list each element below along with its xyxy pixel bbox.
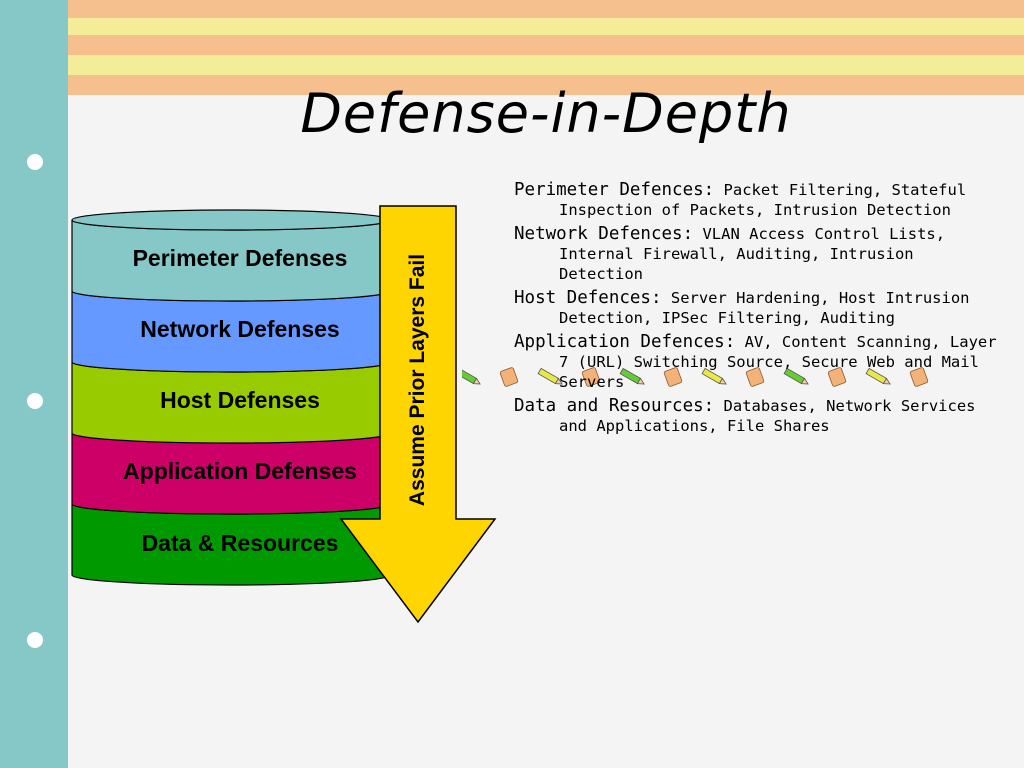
stack-top-cap	[71, 209, 391, 231]
pencil-decoration	[462, 367, 929, 387]
pencil-icon	[619, 367, 645, 385]
layer-label-perimeter: Perimeter Defenses	[132, 245, 348, 271]
detail-data: Data and Resources: Databases, Network S…	[514, 396, 1000, 436]
eraser-icon	[581, 367, 601, 387]
detail-label: Data and Resources:	[514, 396, 715, 416]
bullet-dot-icon	[27, 632, 43, 648]
slide-title: Defense-in-Depth	[300, 82, 792, 145]
header-stripe	[68, 55, 1024, 75]
detail-text: VLAN Access Control Lists, Internal Fire…	[559, 225, 946, 283]
header-stripe	[68, 35, 1024, 55]
eraser-icon	[499, 367, 519, 387]
header-stripe	[68, 75, 1024, 95]
detail-text: Databases, Network Services and Applicat…	[559, 397, 976, 435]
detail-application: Application Defences: AV, Content Scanni…	[514, 332, 1000, 392]
detail-label: Perimeter Defences:	[514, 180, 715, 200]
details-list: Perimeter Defences: Packet Filtering, St…	[514, 180, 1000, 440]
eraser-icon	[663, 367, 683, 387]
pencil-icon	[537, 367, 563, 385]
pencil-icon	[783, 367, 809, 385]
layer-label-host: Host Defenses	[160, 387, 320, 413]
detail-network: Network Defences: VLAN Access Control Li…	[514, 224, 1000, 284]
left-sidebar	[0, 0, 68, 768]
detail-text: Packet Filtering, Stateful Inspection of…	[559, 181, 967, 219]
detail-host: Host Defences: Server Hardening, Host In…	[514, 288, 1000, 328]
header-stripe	[68, 0, 1024, 18]
detail-label: Network Defences:	[514, 224, 694, 244]
eraser-icon	[745, 367, 765, 387]
pencil-icon	[701, 367, 727, 385]
header-stripe	[68, 18, 1024, 35]
bullet-dot-icon	[27, 393, 43, 409]
eraser-icon	[827, 367, 847, 387]
pencil-icon	[865, 367, 891, 385]
eraser-icon	[909, 367, 929, 387]
layer-label-application: Application Defenses	[123, 458, 357, 484]
arrow-label: Assume Prior Layers Fail	[406, 253, 429, 507]
layer-label-data: Data & Resources	[141, 530, 339, 556]
pencil-icon	[462, 367, 481, 385]
detail-perimeter: Perimeter Defences: Packet Filtering, St…	[514, 180, 1000, 220]
layer-label-network: Network Defenses	[140, 316, 340, 342]
detail-text: AV, Content Scanning, Layer 7 (URL) Swit…	[559, 333, 997, 391]
bullet-dot-icon	[27, 154, 43, 170]
detail-label: Application Defences:	[514, 332, 736, 352]
assume-fail-arrow	[339, 205, 497, 624]
detail-label: Host Defences:	[514, 288, 662, 308]
detail-text: Server Hardening, Host Intrusion Detecti…	[559, 289, 970, 327]
